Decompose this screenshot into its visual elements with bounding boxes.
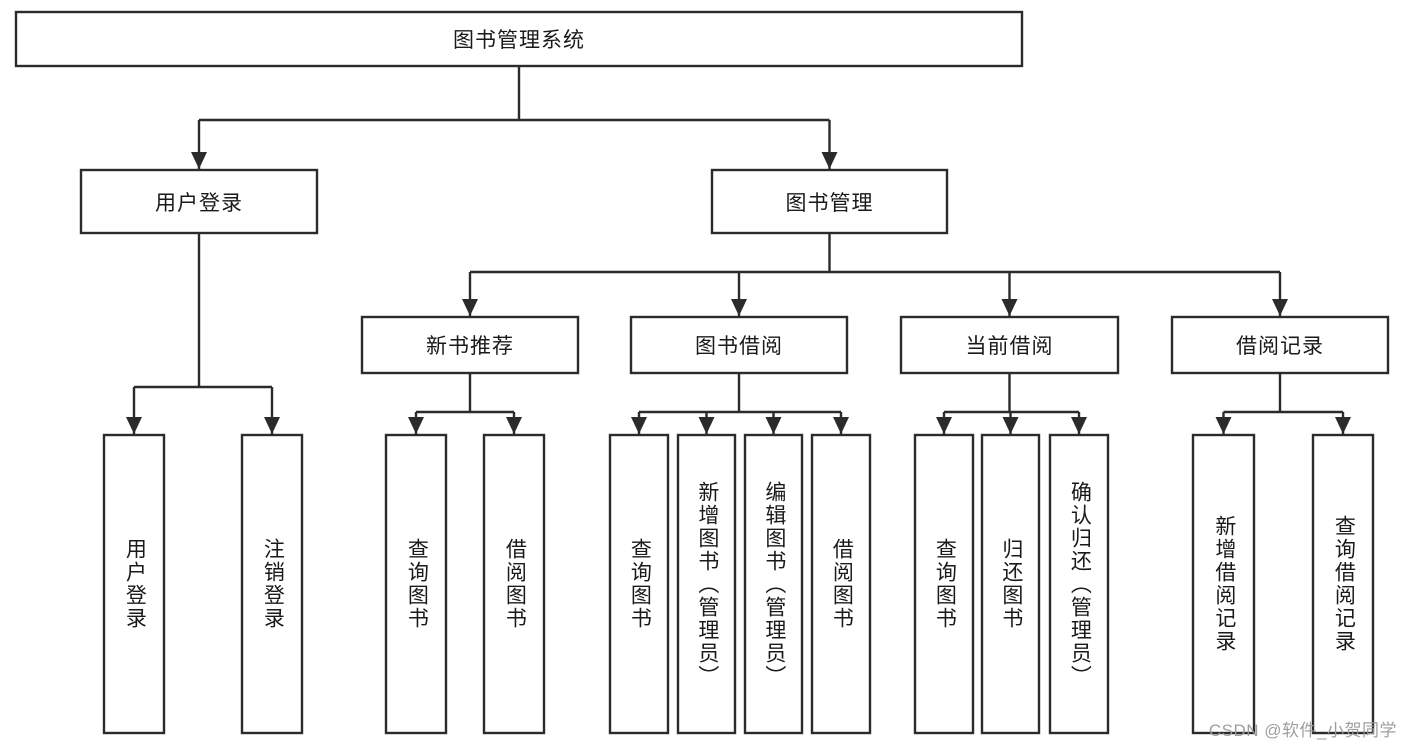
arrow-head-icon bbox=[1071, 417, 1087, 434]
node-box-leaf-edit-book[interactable] bbox=[743, 433, 804, 735]
node-box-leaf-return-book[interactable] bbox=[980, 433, 1041, 735]
arrow-head-icon bbox=[191, 152, 207, 169]
watermark-text: CSDN @软件_小贺同学 bbox=[1208, 721, 1397, 740]
node-box-user-login[interactable] bbox=[79, 168, 319, 235]
arrow-head-icon bbox=[462, 299, 478, 316]
arrow-head-icon bbox=[731, 299, 747, 316]
boxes-layer bbox=[14, 10, 1390, 735]
node-box-current-borrow[interactable] bbox=[899, 315, 1120, 375]
node-box-borrow-record[interactable] bbox=[1170, 315, 1390, 375]
node-box-leaf-add-record[interactable] bbox=[1191, 433, 1256, 735]
node-box-leaf-query-book-3[interactable] bbox=[913, 433, 975, 735]
arrow-head-icon bbox=[1215, 417, 1232, 434]
node-box-book-borrow[interactable] bbox=[629, 315, 849, 375]
node-box-leaf-logout[interactable] bbox=[240, 433, 304, 735]
arrow-head-icon bbox=[698, 417, 715, 434]
arrow-head-icon bbox=[833, 417, 849, 434]
arrow-head-icon bbox=[264, 417, 280, 434]
arrow-head-icon bbox=[1272, 299, 1288, 316]
arrow-head-icon bbox=[126, 417, 142, 434]
node-box-book-manage[interactable] bbox=[710, 168, 949, 235]
arrow-head-icon bbox=[631, 417, 647, 434]
arrow-head-icon bbox=[1001, 299, 1018, 316]
node-box-leaf-confirm-return[interactable] bbox=[1048, 433, 1110, 735]
node-box-leaf-borrow-book-2[interactable] bbox=[810, 433, 872, 735]
node-box-leaf-query-book-1[interactable] bbox=[384, 433, 448, 735]
arrow-head-icon bbox=[936, 417, 952, 434]
arrow-head-icon bbox=[1002, 417, 1019, 434]
node-box-leaf-add-book[interactable] bbox=[676, 433, 737, 735]
node-box-new-book-rec[interactable] bbox=[360, 315, 580, 375]
arrow-head-icon bbox=[1335, 417, 1351, 434]
node-box-leaf-user-login[interactable] bbox=[102, 433, 166, 735]
arrow-head-icon bbox=[408, 417, 424, 434]
node-box-leaf-borrow-book-1[interactable] bbox=[482, 433, 546, 735]
arrow-head-icon bbox=[765, 417, 782, 434]
node-box-root[interactable] bbox=[14, 10, 1024, 68]
node-box-leaf-query-record[interactable] bbox=[1311, 433, 1375, 735]
connectors-layer bbox=[126, 66, 1351, 434]
arrow-head-icon bbox=[821, 152, 838, 169]
arrow-head-icon bbox=[506, 417, 522, 434]
node-box-leaf-query-book-2[interactable] bbox=[608, 433, 670, 735]
